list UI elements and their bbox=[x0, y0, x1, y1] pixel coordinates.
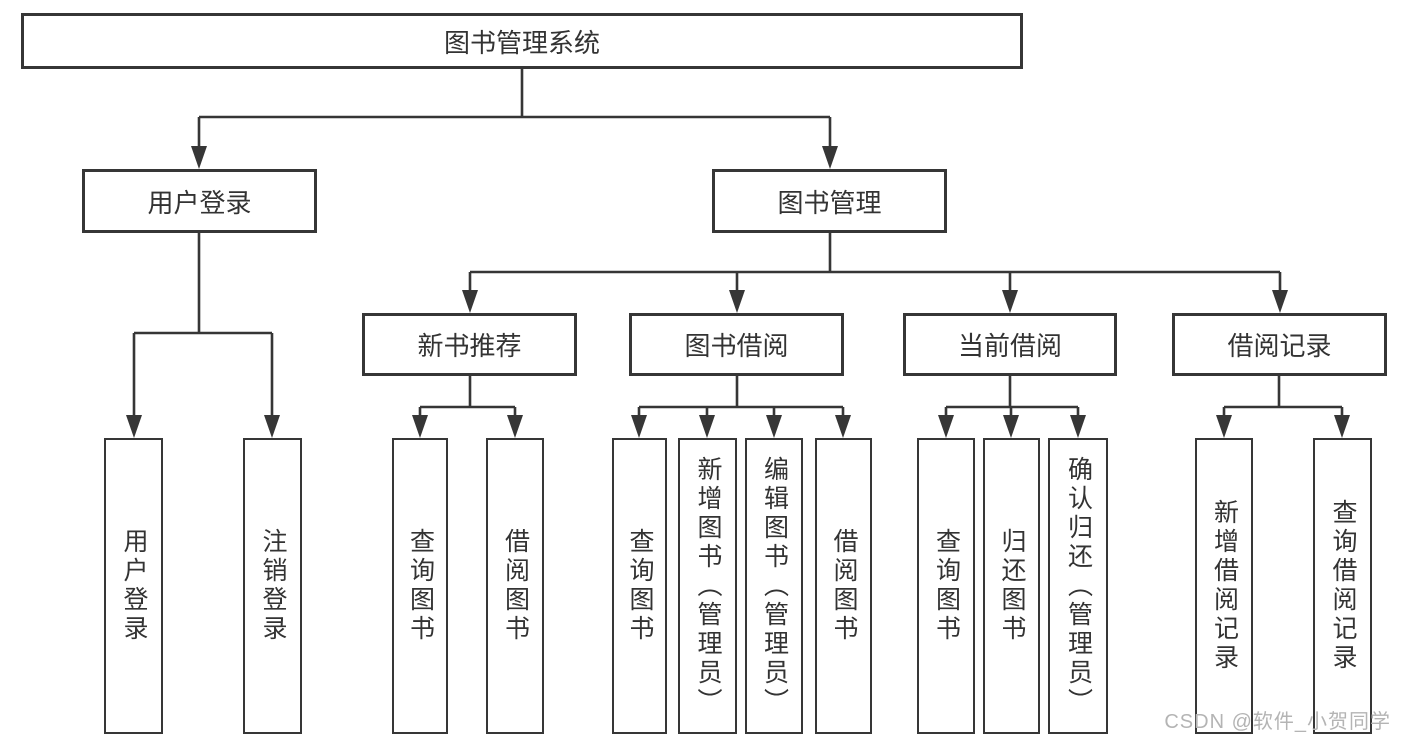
arrowhead-icon bbox=[1334, 415, 1350, 438]
connector-new-book-to-children bbox=[412, 376, 523, 438]
node-label: 借阅图书 bbox=[830, 528, 858, 644]
arrowhead-icon bbox=[938, 415, 954, 438]
node-user-login: 用户登录 bbox=[82, 169, 317, 233]
leaf-edit-books-admin: 编辑图书（管理员） bbox=[745, 438, 803, 734]
leaf-query-books-recommend: 查询图书 bbox=[392, 438, 448, 734]
arrowhead-icon bbox=[507, 415, 523, 438]
arrowhead-icon bbox=[412, 415, 428, 438]
arrowhead-icon bbox=[1272, 290, 1288, 313]
node-label: 新增图书（管理员） bbox=[694, 455, 722, 717]
node-label: 编辑图书（管理员） bbox=[760, 455, 789, 717]
node-label: 图书借阅 bbox=[684, 331, 789, 361]
node-label: 注销登录 bbox=[259, 528, 287, 644]
arrowhead-icon bbox=[1002, 290, 1018, 313]
node-borrowing-records: 借阅记录 bbox=[1172, 313, 1387, 376]
leaf-logout: 注销登录 bbox=[243, 438, 302, 734]
connector-borrow-records-to-children bbox=[1216, 376, 1350, 438]
arrowhead-icon bbox=[1070, 415, 1086, 438]
leaf-return-books: 归还图书 bbox=[983, 438, 1040, 734]
node-label: 查询图书 bbox=[406, 528, 435, 644]
leaf-query-books-borrow: 查询图书 bbox=[612, 438, 667, 734]
arrowhead-icon bbox=[766, 415, 782, 438]
leaf-query-books-current: 查询图书 bbox=[917, 438, 975, 734]
node-label: 归还图书 bbox=[998, 528, 1026, 644]
leaf-confirm-return-admin: 确认归还（管理员） bbox=[1048, 438, 1108, 734]
connector-book-borrow-to-children bbox=[631, 376, 851, 438]
node-book-borrowing: 图书借阅 bbox=[629, 313, 844, 376]
arrowhead-icon bbox=[729, 290, 745, 313]
csdn-watermark: CSDN @软件_小贺同学 bbox=[1164, 711, 1391, 733]
arrowhead-icon bbox=[462, 290, 478, 313]
node-label: 借阅记录 bbox=[1227, 331, 1332, 361]
leaf-add-borrow-record: 新增借阅记录 bbox=[1195, 438, 1253, 734]
leaf-borrow-books-recommend: 借阅图书 bbox=[486, 438, 544, 734]
node-label: 用户登录 bbox=[147, 187, 252, 218]
node-label: 新增借阅记录 bbox=[1210, 499, 1239, 673]
node-label: 新书推荐 bbox=[417, 331, 522, 361]
node-label: 查询图书 bbox=[626, 528, 654, 644]
node-book-management: 图书管理 bbox=[712, 169, 947, 233]
node-label: 图书管理 bbox=[777, 187, 882, 218]
arrowhead-icon bbox=[631, 415, 647, 438]
arrowhead-icon bbox=[264, 415, 280, 438]
connector-book-management-to-level3 bbox=[462, 233, 1288, 313]
leaf-borrow-books: 借阅图书 bbox=[815, 438, 872, 734]
arrowhead-icon bbox=[699, 415, 715, 438]
node-label: 查询借阅记录 bbox=[1329, 499, 1357, 673]
node-label: 当前借阅 bbox=[957, 331, 1062, 361]
leaf-add-books-admin: 新增图书（管理员） bbox=[678, 438, 737, 734]
node-library-management-system: 图书管理系统 bbox=[21, 13, 1023, 69]
node-label: 借阅图书 bbox=[501, 528, 530, 644]
connector-user-login-to-children bbox=[126, 233, 280, 438]
node-label: 用户登录 bbox=[120, 528, 148, 644]
leaf-query-borrow-record: 查询借阅记录 bbox=[1313, 438, 1372, 734]
connector-current-borrow-to-children bbox=[938, 376, 1086, 438]
arrowhead-icon bbox=[191, 146, 207, 169]
node-current-borrowing: 当前借阅 bbox=[903, 313, 1117, 376]
node-label: 查询图书 bbox=[932, 528, 961, 644]
leaf-user-login: 用户登录 bbox=[104, 438, 163, 734]
arrowhead-icon bbox=[126, 415, 142, 438]
arrowhead-icon bbox=[1216, 415, 1232, 438]
arrowhead-icon bbox=[1003, 415, 1019, 438]
arrowhead-icon bbox=[822, 146, 838, 169]
node-new-book-recommend: 新书推荐 bbox=[362, 313, 577, 376]
connector-root-to-level2 bbox=[191, 69, 838, 169]
arrowhead-icon bbox=[835, 415, 851, 438]
node-label: 确认归还（管理员） bbox=[1064, 455, 1093, 717]
node-label: 图书管理系统 bbox=[443, 27, 600, 58]
